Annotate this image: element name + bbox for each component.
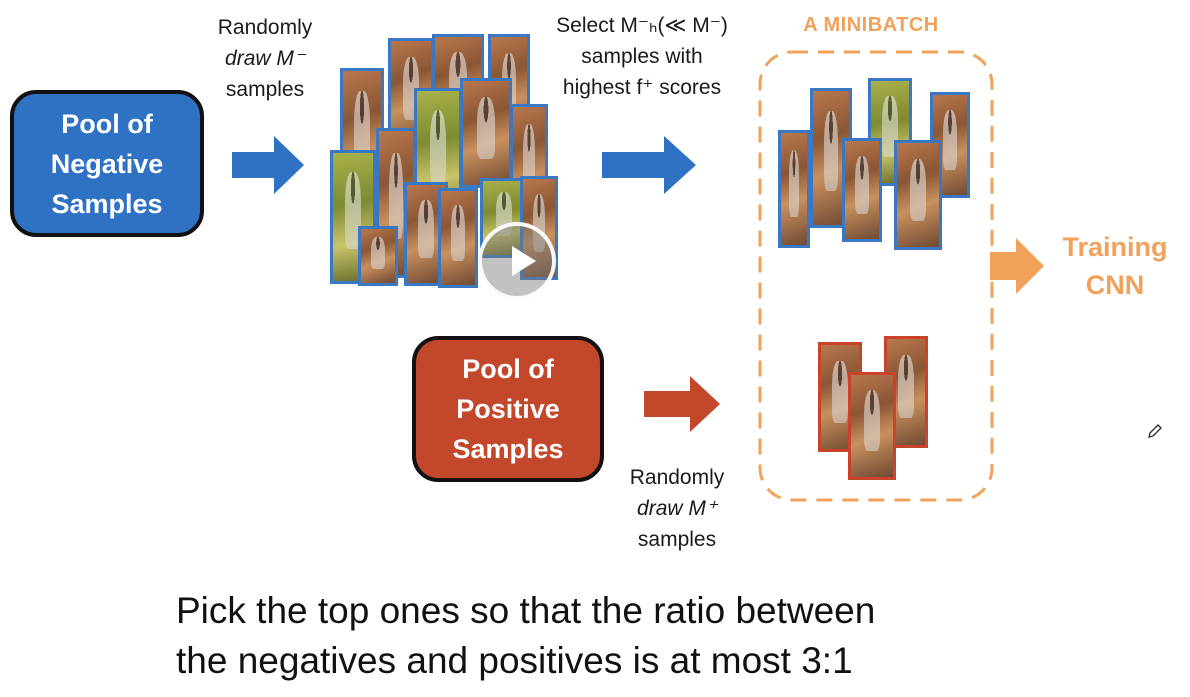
hard-negative-image: [894, 140, 942, 250]
minibatch-title: A MINIBATCH: [803, 14, 939, 36]
bottom-caption-line-2: the negatives and positives is at most 3…: [176, 640, 853, 681]
negative-samples-pool: Pool of Negative Samples: [10, 90, 204, 237]
play-button-icon[interactable]: [478, 222, 556, 300]
bottom-caption: Pick the top ones so that the ratio betw…: [176, 586, 1176, 686]
training-cnn-label: Training CNN: [1040, 228, 1190, 304]
negative-sample-image: [358, 226, 398, 286]
draw-negative-line-1: Randomly: [217, 16, 313, 39]
negative-sample-image: [438, 188, 478, 288]
positive-pool-line-3: Samples: [452, 434, 564, 464]
draw-negative-caption: Randomly draw M⁻ samples: [200, 12, 330, 105]
negative-sample-image: [460, 78, 512, 188]
training-line-1: Training: [1062, 232, 1168, 262]
bottom-caption-line-1: Pick the top ones so that the ratio betw…: [176, 590, 876, 631]
negative-pool-line-1: Pool of: [61, 108, 153, 139]
draw-negative-line-2: draw M⁻: [225, 47, 305, 70]
draw-positive-line-1: Randomly: [629, 466, 725, 489]
negative-samples-collage: [330, 32, 560, 294]
negative-pool-line-3: Samples: [51, 188, 163, 219]
draw-positive-line-3: samples: [637, 528, 717, 551]
hard-negative-image: [778, 130, 810, 248]
positive-sample-image: [848, 372, 896, 480]
select-line-2: samples with: [581, 45, 703, 68]
training-line-2: CNN: [1085, 270, 1145, 300]
select-line-1: Select M⁻ₕ(≪ M⁻): [556, 14, 728, 37]
minibatch-container: [758, 50, 994, 502]
hard-negative-image: [842, 138, 882, 242]
red-arrow-icon: [644, 376, 720, 432]
draw-negative-line-3: samples: [225, 78, 305, 101]
negative-pool-line-2: Negative: [50, 148, 164, 179]
select-line-3: highest f⁺ scores: [562, 76, 722, 99]
positive-pool-line-2: Positive: [456, 394, 560, 424]
blue-arrow-icon: [232, 136, 304, 194]
orange-arrow-icon: [990, 238, 1044, 294]
positive-pool-line-1: Pool of: [462, 354, 554, 384]
positive-samples-pool: Pool of Positive Samples: [412, 336, 604, 482]
pencil-cursor-icon: [1148, 424, 1162, 438]
blue-arrow-icon: [602, 136, 696, 194]
positive-samples-group: [816, 336, 932, 482]
draw-positive-line-2: draw M⁺: [637, 497, 717, 520]
select-hard-negatives-caption: Select M⁻ₕ(≪ M⁻) samples with highest f⁺…: [532, 10, 752, 103]
draw-positive-caption: Randomly draw M⁺ samples: [612, 462, 742, 555]
hard-negatives-group: [776, 74, 976, 250]
